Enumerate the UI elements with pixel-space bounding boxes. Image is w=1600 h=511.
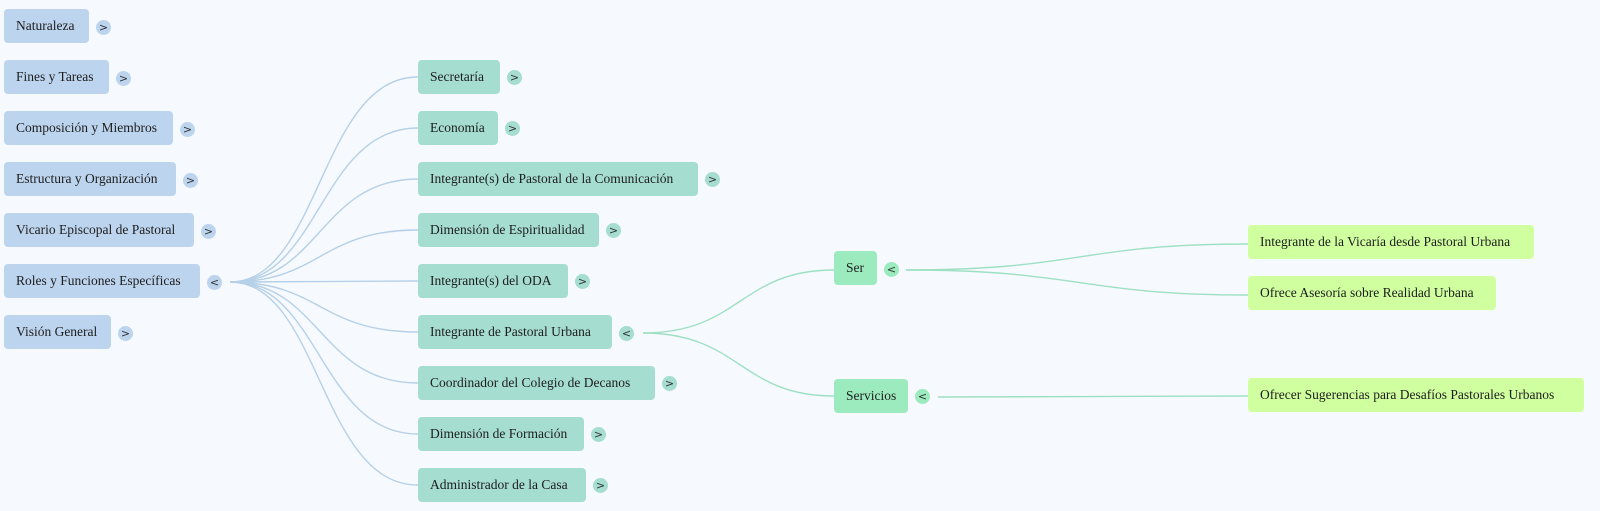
node-label: Integrante(s) de Pastoral de la Comunica…: [430, 171, 674, 186]
node-label: Ofrece Asesoría sobre Realidad Urbana: [1260, 285, 1474, 300]
node-estructura-y-organizacion[interactable]: Estructura y Organización: [4, 162, 176, 196]
expand-toggle[interactable]: >: [116, 71, 131, 86]
connector-line: [229, 127, 419, 283]
node-label: Integrante de la Vicaría desde Pastoral …: [1260, 234, 1511, 249]
node-label: Integrante(s) del ODA: [430, 273, 552, 288]
node-label: Vicario Episcopal de Pastoral: [16, 222, 176, 237]
expand-toggle[interactable]: >: [201, 224, 216, 239]
collapse-toggle[interactable]: <: [619, 326, 634, 341]
expand-toggle[interactable]: >: [180, 122, 195, 137]
connector-line: [905, 243, 1249, 271]
node-label: Ser: [846, 260, 864, 275]
connector-line: [229, 281, 419, 486]
node-label: Coordinador del Colegio de Decanos: [430, 375, 631, 390]
node-label: Administrador de la Casa: [430, 477, 568, 492]
expand-toggle[interactable]: >: [705, 172, 720, 187]
connector-line: [229, 281, 419, 384]
node-roles-y-funciones-especificas[interactable]: Roles y Funciones Específicas: [4, 264, 200, 298]
expand-toggle[interactable]: >: [606, 223, 621, 238]
node-label: Integrante de Pastoral Urbana: [430, 324, 591, 339]
connector-line: [229, 76, 419, 283]
expand-toggle[interactable]: >: [575, 274, 590, 289]
connector-line: [229, 229, 419, 283]
expand-toggle[interactable]: >: [593, 478, 608, 493]
node-administrador-de-la-casa[interactable]: Administrador de la Casa: [418, 468, 586, 502]
connector-line: [642, 269, 835, 334]
collapse-toggle[interactable]: <: [884, 262, 899, 277]
connector-line: [229, 178, 419, 283]
expand-toggle[interactable]: >: [505, 121, 520, 136]
node-integrantes-pastoral-comunicacion[interactable]: Integrante(s) de Pastoral de la Comunica…: [418, 162, 698, 196]
node-economia[interactable]: Economía: [418, 111, 498, 145]
connector-line: [905, 269, 1249, 296]
node-vicario-episcopal-de-pastoral[interactable]: Vicario Episcopal de Pastoral: [4, 213, 194, 247]
node-label: Visión General: [16, 324, 98, 339]
node-ofrecer-sugerencias-desafios[interactable]: Ofrecer Sugerencias para Desafíos Pastor…: [1248, 378, 1584, 412]
expand-toggle[interactable]: >: [507, 70, 522, 85]
node-label: Servicios: [846, 388, 897, 403]
node-dimension-de-espiritualidad[interactable]: Dimensión de Espiritualidad: [418, 213, 599, 247]
connector-line: [229, 281, 419, 435]
node-vision-general[interactable]: Visión General: [4, 315, 111, 349]
expand-toggle[interactable]: >: [591, 427, 606, 442]
node-label: Economía: [430, 120, 485, 135]
expand-toggle[interactable]: >: [96, 20, 111, 35]
node-label: Ofrecer Sugerencias para Desafíos Pastor…: [1260, 387, 1555, 402]
connector-line: [229, 281, 419, 333]
node-label: Secretaría: [430, 69, 484, 84]
node-label: Roles y Funciones Específicas: [16, 273, 181, 288]
collapse-toggle[interactable]: <: [915, 389, 930, 404]
node-integrante-de-pastoral-urbana[interactable]: Integrante de Pastoral Urbana: [418, 315, 612, 349]
node-label: Dimensión de Formación: [430, 426, 568, 441]
node-label: Fines y Tareas: [16, 69, 94, 84]
expand-toggle[interactable]: >: [662, 376, 677, 391]
node-ser[interactable]: Ser: [834, 251, 877, 285]
node-fines-y-tareas[interactable]: Fines y Tareas: [4, 60, 109, 94]
connector-line: [937, 395, 1249, 398]
node-label: Estructura y Organización: [16, 171, 158, 186]
expand-toggle[interactable]: >: [118, 326, 133, 341]
node-coordinador-colegio-decanos[interactable]: Coordinador del Colegio de Decanos: [418, 366, 655, 400]
expand-toggle[interactable]: >: [183, 173, 198, 188]
node-secretaria[interactable]: Secretaría: [418, 60, 500, 94]
collapse-toggle[interactable]: <: [207, 275, 222, 290]
node-label: Composición y Miembros: [16, 120, 157, 135]
node-naturaleza[interactable]: Naturaleza: [4, 9, 89, 43]
connector-line: [229, 280, 419, 283]
node-composicion-y-miembros[interactable]: Composición y Miembros: [4, 111, 173, 145]
node-ofrece-asesoria-realidad-urbana[interactable]: Ofrece Asesoría sobre Realidad Urbana: [1248, 276, 1496, 310]
node-integrante-vicaria-pastoral-urbana[interactable]: Integrante de la Vicaría desde Pastoral …: [1248, 225, 1534, 259]
node-label: Naturaleza: [16, 18, 75, 33]
node-integrantes-del-oda[interactable]: Integrante(s) del ODA: [418, 264, 568, 298]
node-dimension-de-formacion[interactable]: Dimensión de Formación: [418, 417, 584, 451]
node-label: Dimensión de Espiritualidad: [430, 222, 585, 237]
node-servicios[interactable]: Servicios: [834, 379, 908, 413]
